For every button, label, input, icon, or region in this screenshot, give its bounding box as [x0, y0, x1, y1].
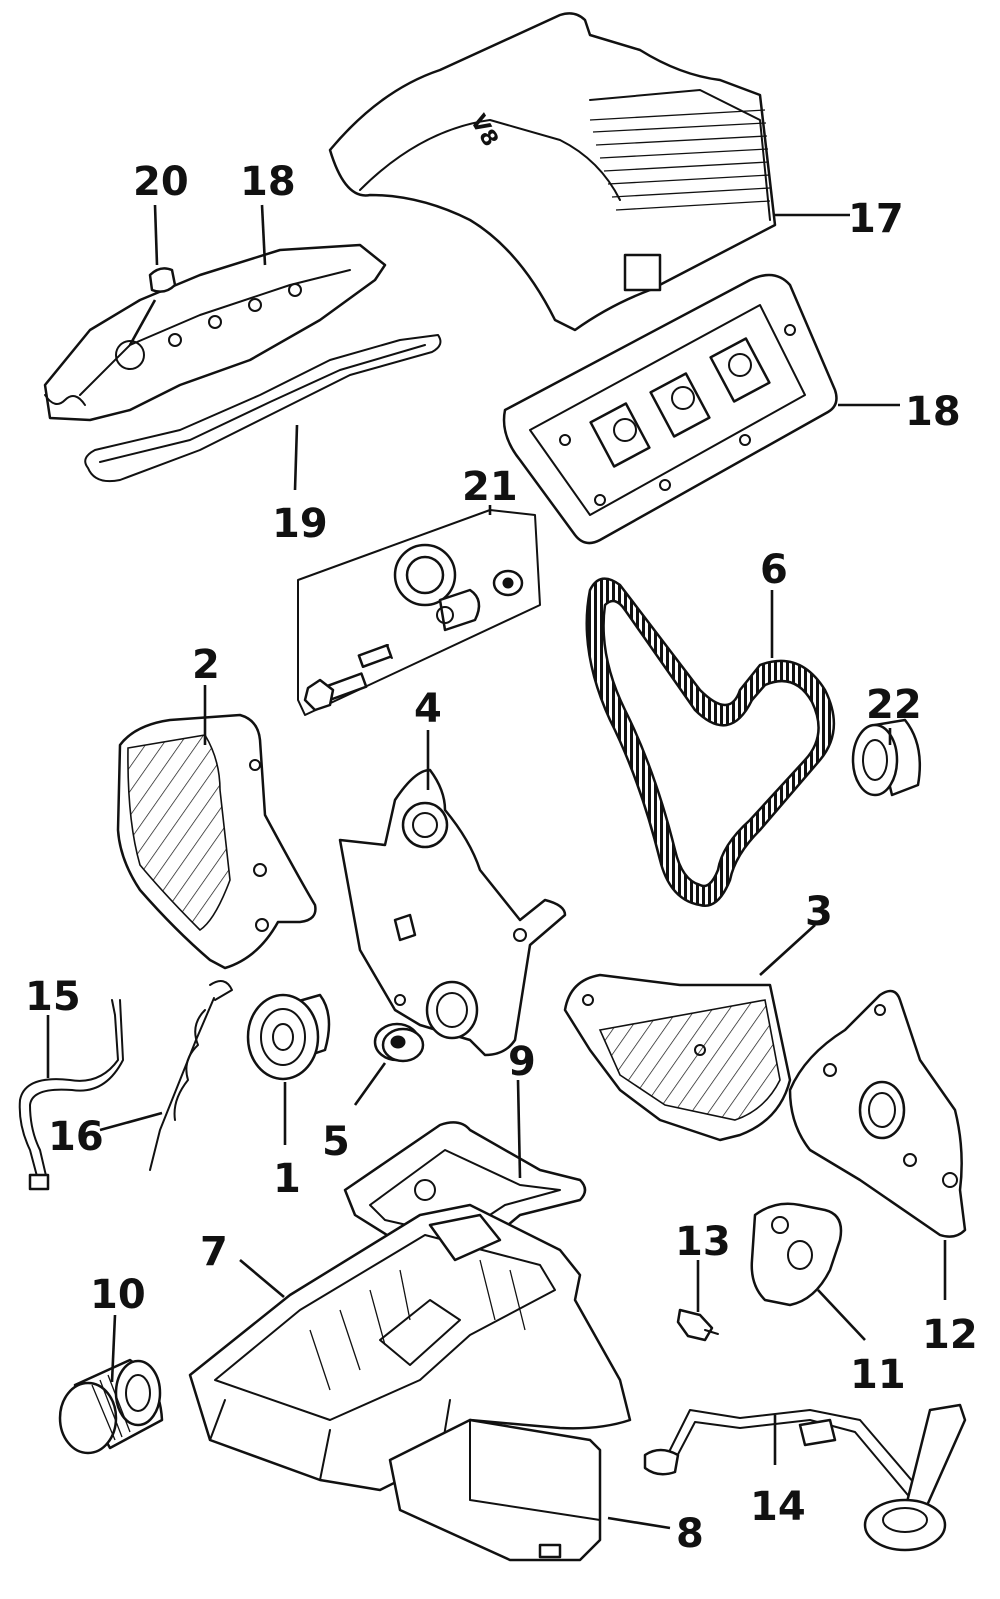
valve-cover-gasket [84, 334, 442, 483]
crankshaft-gear [373, 1022, 425, 1063]
tensioner-pulley [851, 718, 922, 797]
callout-8: 8 [676, 1511, 704, 1557]
oil-filter [58, 1358, 164, 1455]
oil-pickup-tube [643, 1403, 967, 1552]
engine-cover: V8 [328, 12, 777, 332]
callout-22: 22 [866, 682, 922, 728]
oil-filter-adapter [750, 1202, 843, 1307]
callout-4: 4 [414, 686, 442, 732]
oil-pan-gasket [343, 1121, 587, 1247]
timing-belt-idler-pulley [246, 993, 331, 1081]
callout-18a: 18 [240, 159, 296, 205]
leader-lines [46, 204, 947, 1530]
oil-pressure-switch [676, 1308, 719, 1342]
callout-5: 5 [322, 1119, 350, 1165]
callout-17: 17 [848, 196, 904, 242]
timing-belt [585, 577, 836, 907]
callout-18b: 18 [905, 389, 961, 435]
callout-14: 14 [750, 1484, 806, 1530]
callout-6: 6 [760, 547, 788, 593]
oil-filler-cap [128, 267, 177, 346]
callout-9: 9 [508, 1039, 536, 1085]
callout-2: 2 [192, 642, 220, 688]
dipstick-tube [18, 999, 124, 1191]
callout-11: 11 [850, 1352, 906, 1398]
callout-12: 12 [922, 1312, 978, 1358]
rear-timing-cover [563, 973, 792, 1142]
callout-16: 16 [48, 1114, 104, 1160]
oil-pump [788, 989, 967, 1238]
callout-19: 19 [272, 501, 328, 547]
callout-13: 13 [675, 1219, 731, 1265]
callout-10: 10 [90, 1272, 146, 1318]
callout-3: 3 [805, 889, 833, 935]
oil-pan-lower [388, 1418, 602, 1562]
valve-cover-left [43, 243, 387, 422]
callout-21: 21 [462, 464, 518, 510]
front-timing-cover [116, 713, 317, 970]
dipstick [149, 980, 233, 1171]
valve-cover-right [502, 273, 838, 545]
callout-7: 7 [200, 1229, 228, 1275]
callout-20: 20 [133, 159, 189, 205]
timing-belt-tensioner-kit [297, 509, 541, 716]
callout-15: 15 [25, 974, 81, 1020]
callout-1: 1 [273, 1156, 301, 1202]
timing-belt-inner-cover [338, 768, 567, 1057]
